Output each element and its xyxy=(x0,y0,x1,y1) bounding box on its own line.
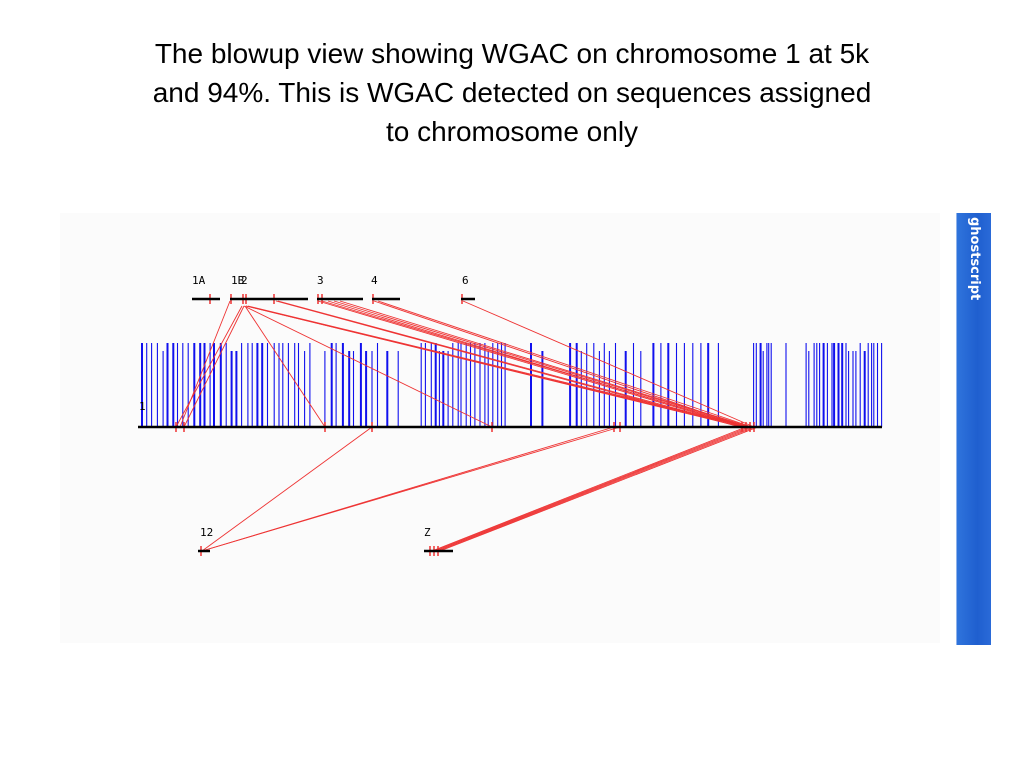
alignment-link xyxy=(275,300,741,428)
alignment-link xyxy=(439,426,759,552)
alignment-link xyxy=(327,300,746,428)
contig-label-12: 12 xyxy=(200,526,213,539)
wgac-blowup-figure: 1 1A 1B 2 3 4 6 12 Z xyxy=(60,213,940,643)
alignment-link xyxy=(437,426,756,552)
contig-label-1a: 1A xyxy=(192,274,206,287)
alignment-link xyxy=(244,305,326,428)
alignment-link xyxy=(333,300,750,428)
alignment-link xyxy=(317,300,744,428)
ghostscript-label: ghostscript xyxy=(967,217,982,301)
alignment-link xyxy=(433,426,750,552)
contig-label-z: Z xyxy=(424,526,431,539)
alignment-link xyxy=(431,426,747,552)
chromosome-1-label: 1 xyxy=(139,400,146,413)
ghostscript-sidebar: ghostscript xyxy=(956,213,991,645)
alignment-link xyxy=(435,426,753,552)
alignment-link xyxy=(201,426,621,552)
wgac-diagram: 1 1A 1B 2 3 4 6 12 Z xyxy=(138,274,883,556)
contig-label-3: 3 xyxy=(317,274,324,287)
alignment-link xyxy=(245,305,747,428)
alignment-links xyxy=(175,294,759,556)
duplication-bars xyxy=(141,343,883,427)
alignment-link xyxy=(277,300,745,428)
alignment-link xyxy=(179,300,231,428)
contig-label-2: 2 xyxy=(241,274,248,287)
title-line-3: to chromosome only xyxy=(385,116,639,147)
alignment-link xyxy=(373,300,747,428)
alignment-link xyxy=(243,305,493,428)
alignment-link xyxy=(183,305,245,428)
contig-label-4: 4 xyxy=(371,274,378,287)
slide-title: The blowup view showing WGAC on chromoso… xyxy=(40,34,984,151)
title-line-1: The blowup view showing WGAC on chromoso… xyxy=(154,38,870,69)
alignment-link xyxy=(377,300,753,428)
contig-label-6: 6 xyxy=(462,274,469,287)
contig-label-1b: 1B xyxy=(231,274,245,287)
alignment-link xyxy=(339,300,752,428)
alignment-link xyxy=(201,426,373,552)
title-line-2: and 94%. This is WGAC detected on sequen… xyxy=(152,77,872,108)
alignment-link xyxy=(175,305,243,428)
alignment-link xyxy=(462,300,755,428)
